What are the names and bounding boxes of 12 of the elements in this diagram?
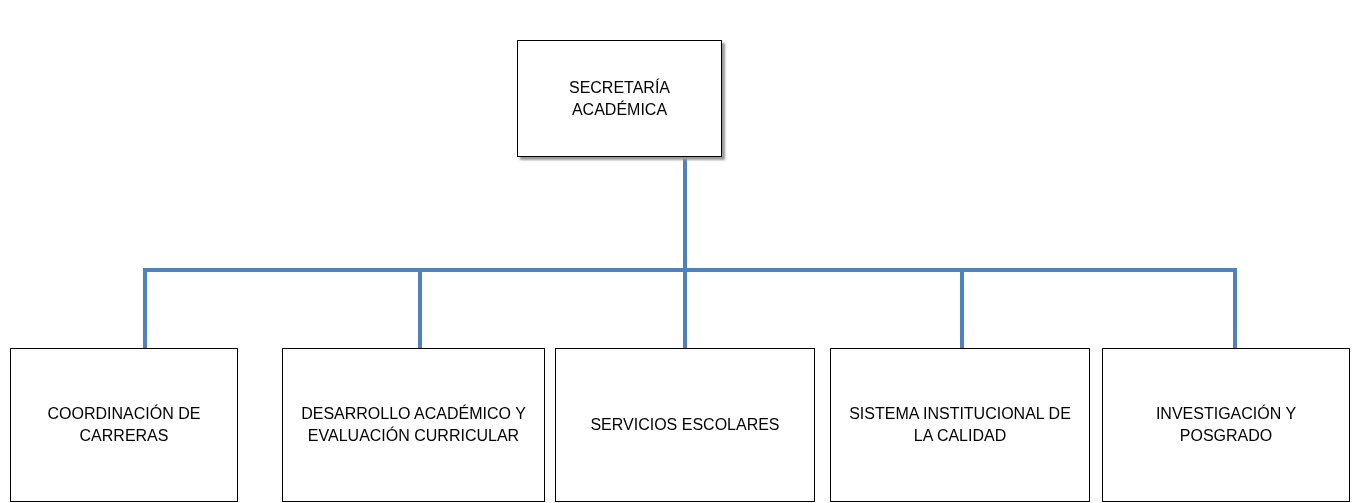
box-label: INVESTIGACIÓN Y POSGRADO — [1154, 403, 1298, 446]
box-label: DESARROLLO ACADÉMICO Y EVALUACIÓN CURRICULAR — [300, 403, 527, 446]
unit-box — [555, 348, 815, 502]
unit-box — [830, 348, 1090, 502]
box-label: SERVICIOS ESCOLARES — [590, 415, 780, 435]
unit-box — [1102, 348, 1350, 502]
unit-box — [10, 348, 238, 502]
box-label: SECRETARÍA ACADÉMICA — [567, 77, 672, 120]
box-label: COORDINACIÓN DE CARRERAS — [46, 403, 202, 446]
box-label: SISTEMA INSTITUCIONAL DE LA CALIDAD — [848, 404, 1072, 446]
head-box — [517, 40, 722, 157]
unit-box — [282, 348, 545, 502]
